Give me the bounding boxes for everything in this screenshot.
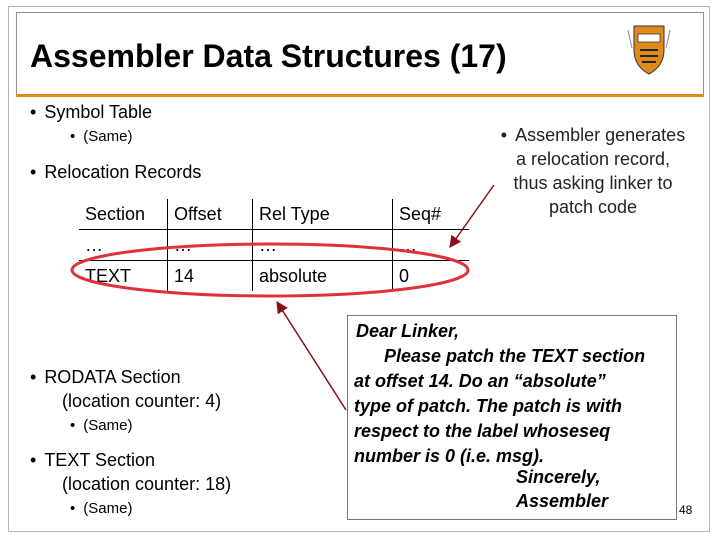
sub-bullet-same-3: (Same) [70, 500, 132, 517]
letter-line: Please patch the TEXT section [384, 346, 646, 366]
page-number: 48 [679, 503, 693, 517]
table-header-row: Section Offset Rel Type Seq# [79, 199, 469, 230]
bullet-relocation-records: Relocation Records [30, 162, 201, 183]
table-cell: … [79, 229, 168, 261]
table-row: TEXT 14 absolute 0 [79, 260, 469, 291]
letter-box [347, 315, 677, 520]
callout-line: thus asking linker to [513, 173, 673, 193]
table-cell: TEXT [85, 265, 132, 286]
text-location-counter: (location counter: 18) [62, 474, 232, 494]
bullet-symbol-table: Symbol Table [30, 102, 152, 123]
callout-text: Assembler generates a relocation record,… [476, 123, 710, 219]
sub-bullet-same-1: (Same) [70, 128, 132, 145]
arrow-letter-to-record [276, 300, 347, 411]
title-rule [16, 94, 704, 97]
arrow-callout-to-record [449, 184, 495, 248]
table-header-cell: Offset [167, 199, 253, 230]
letter-line: respect to the label whoseseq [354, 421, 611, 441]
callout-line: a relocation record, [515, 149, 671, 169]
bullet-text-section: TEXT Section [30, 450, 155, 471]
letter-line: Dear Linker, [356, 321, 460, 341]
letter-line: number is 0 (i.e. msg). [354, 446, 545, 466]
table-header-cell: Seq# [392, 199, 469, 230]
table-header-cell: Rel Type [252, 199, 393, 230]
princeton-shield-logo-icon [627, 25, 671, 75]
letter-line: Sincerely, [516, 467, 601, 487]
letter-line: at offset 14. Do an “absolute” [354, 371, 606, 391]
letter-line: type of patch. The patch is with [354, 396, 623, 416]
bullet-rodata-section: RODATA Section [30, 367, 180, 388]
table-header-cell: Section [79, 199, 168, 230]
highlight-ellipse [70, 242, 470, 298]
slide-title: Assembler Data Structures (17) [30, 38, 507, 74]
callout-line: Assembler generates [476, 123, 710, 147]
slide-frame [8, 6, 710, 532]
rodata-location-counter: (location counter: 4) [62, 391, 222, 411]
callout-line: patch code [548, 197, 638, 217]
table-cell: 14 [167, 260, 253, 291]
sub-bullet-same-2: (Same) [70, 417, 132, 434]
letter-line: Assembler [516, 491, 609, 511]
table-cell: absolute [252, 260, 393, 291]
